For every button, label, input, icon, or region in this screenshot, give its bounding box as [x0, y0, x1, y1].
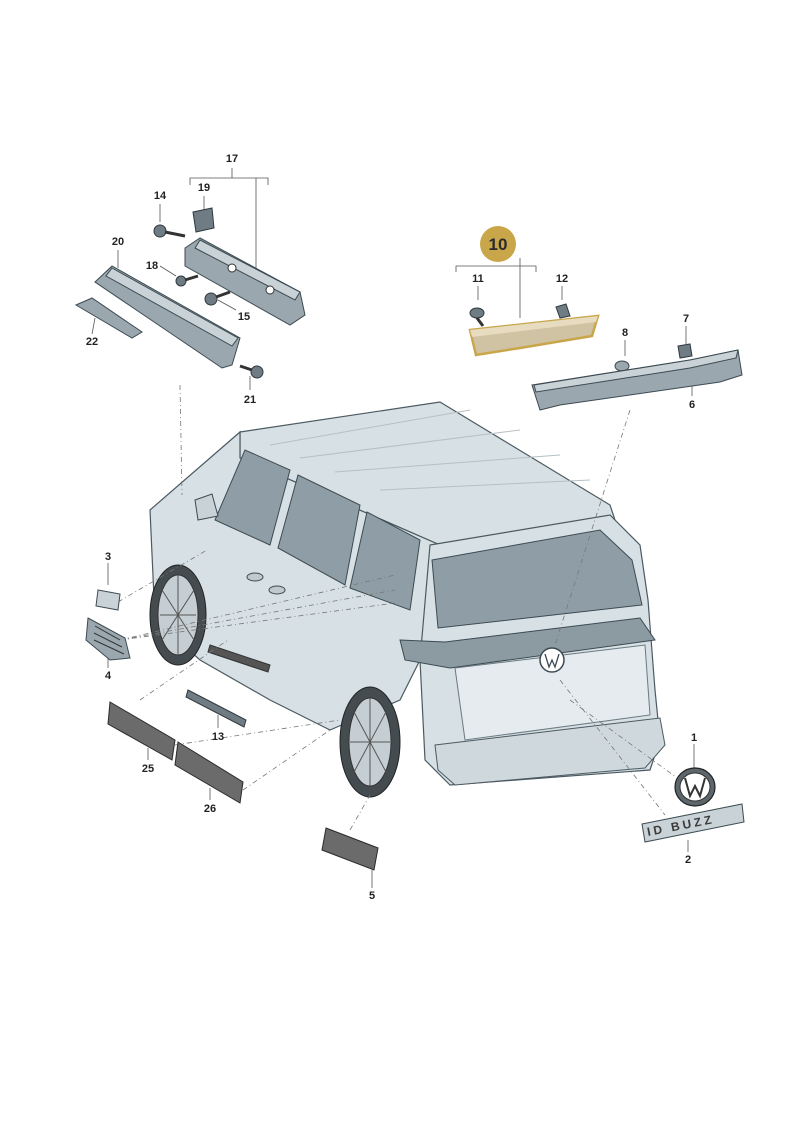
part-15-screw[interactable] [204, 290, 231, 306]
highlight-circle [480, 226, 516, 262]
van-illustration [149, 401, 666, 798]
label-3[interactable]: 3 [105, 551, 111, 563]
mirror [194, 493, 219, 521]
label-17[interactable]: 17 [226, 153, 238, 165]
label-10: 10 [489, 235, 508, 254]
label-22[interactable]: 22 [86, 336, 98, 348]
part-4-grille[interactable] [85, 617, 131, 661]
part-19-clip[interactable] [192, 207, 215, 233]
part-number-labels: 17 14 19 20 18 15 22 21 11 12 8 7 6 3 4 … [86, 153, 697, 902]
part-7-clip[interactable] [677, 343, 693, 359]
part-18-screw[interactable] [175, 274, 199, 287]
label-1[interactable]: 1 [691, 732, 697, 744]
label-26[interactable]: 26 [204, 803, 216, 815]
part-12-clip[interactable] [555, 303, 571, 319]
vw-logo-icon [684, 777, 706, 799]
label-8[interactable]: 8 [622, 327, 628, 339]
label-25[interactable]: 25 [142, 763, 154, 775]
highlight-badge-10[interactable]: 10 [480, 226, 516, 262]
label-13[interactable]: 13 [212, 731, 224, 743]
part-1-vw-emblem[interactable] [674, 767, 716, 807]
part-14-screw[interactable] [153, 224, 186, 238]
label-11[interactable]: 11 [472, 273, 484, 285]
label-12[interactable]: 12 [556, 273, 568, 285]
label-7[interactable]: 7 [683, 313, 689, 325]
part-6-rear-spoiler[interactable] [531, 349, 743, 411]
part-5-sticker[interactable] [321, 827, 379, 871]
label-19[interactable]: 19 [198, 182, 210, 194]
rear-wheel [339, 686, 401, 798]
label-6[interactable]: 6 [689, 399, 695, 411]
part-22-small-trim[interactable] [74, 297, 143, 339]
part-21-screw[interactable] [239, 364, 264, 379]
label-18[interactable]: 18 [146, 260, 158, 272]
part-2-id-buzz-badge[interactable]: ID BUZZ [641, 803, 745, 843]
part-10-highlighted-trim[interactable] [468, 314, 600, 357]
part-25-sticker[interactable] [107, 701, 176, 761]
label-2[interactable]: 2 [685, 854, 691, 866]
label-20[interactable]: 20 [112, 236, 124, 248]
part-20-trim-strip[interactable] [94, 265, 241, 369]
part-3-plate[interactable] [95, 589, 121, 611]
label-15[interactable]: 15 [238, 311, 250, 323]
label-21[interactable]: 21 [244, 394, 256, 406]
front-wheel [149, 564, 207, 666]
part-26-sticker[interactable] [174, 741, 244, 804]
label-5[interactable]: 5 [369, 890, 375, 902]
leader-lines [91, 168, 695, 888]
part-11-screw[interactable] [469, 307, 485, 327]
part-13-strip[interactable] [185, 689, 247, 728]
label-14[interactable]: 14 [154, 190, 167, 202]
label-4[interactable]: 4 [105, 670, 112, 682]
part-17-bracket-assembly[interactable] [184, 237, 306, 326]
